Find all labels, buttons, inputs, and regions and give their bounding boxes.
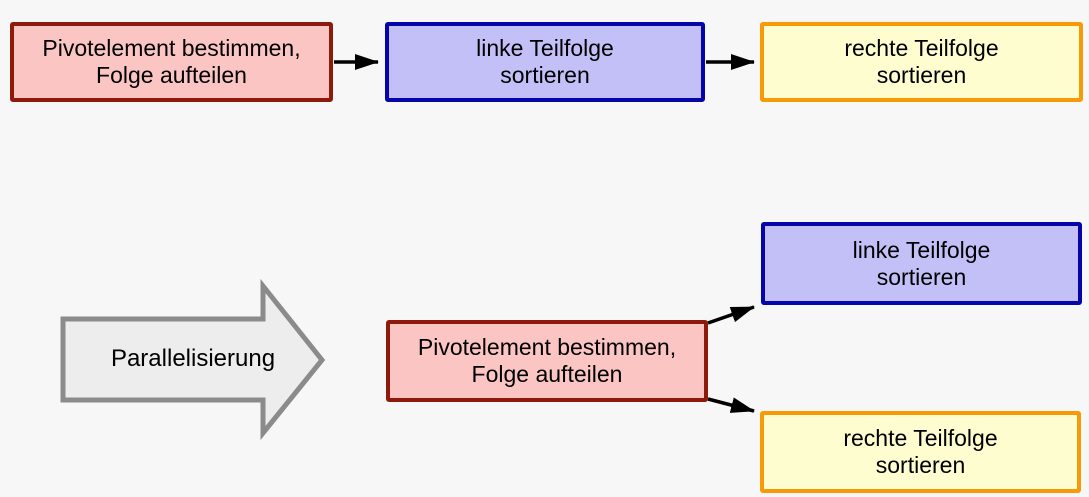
seq-right-line2: sortieren	[876, 62, 967, 88]
par-pivot-box: Pivotelement bestimmen, Folge aufteilen	[386, 320, 708, 402]
seq-left-subsequence-box: linke Teilfolge sortieren	[385, 22, 705, 102]
seq-right-subsequence-box: rechte Teilfolge sortieren	[760, 22, 1083, 102]
seq-pivot-box: Pivotelement bestimmen, Folge aufteilen	[10, 22, 333, 102]
par-left-subsequence-box: linke Teilfolge sortieren	[761, 222, 1082, 305]
seq-pivot-line2: Folge aufteilen	[96, 62, 247, 88]
parallelisierung-label: Parallelisierung	[110, 345, 276, 372]
seq-pivot-line1: Pivotelement bestimmen,	[42, 35, 301, 61]
par-right-line1: rechte Teilfolge	[843, 425, 998, 451]
par-right-subsequence-box: rechte Teilfolge sortieren	[760, 411, 1081, 493]
seq-left-line2: sortieren	[500, 62, 590, 88]
par-pivot-line2: Folge aufteilen	[471, 361, 623, 387]
seq-left-line1: linke Teilfolge	[476, 35, 614, 61]
connector-split-to-right	[707, 397, 755, 413]
par-left-line1: linke Teilfolge	[852, 236, 991, 263]
parallelisierung-block-arrow	[60, 278, 326, 441]
par-right-line2: sortieren	[875, 452, 966, 478]
connector-split-to-left	[707, 305, 755, 325]
par-pivot-line1: Pivotelement bestimmen,	[417, 334, 677, 360]
par-left-line2: sortieren	[876, 263, 967, 290]
seq-right-line1: rechte Teilfolge	[844, 35, 999, 61]
